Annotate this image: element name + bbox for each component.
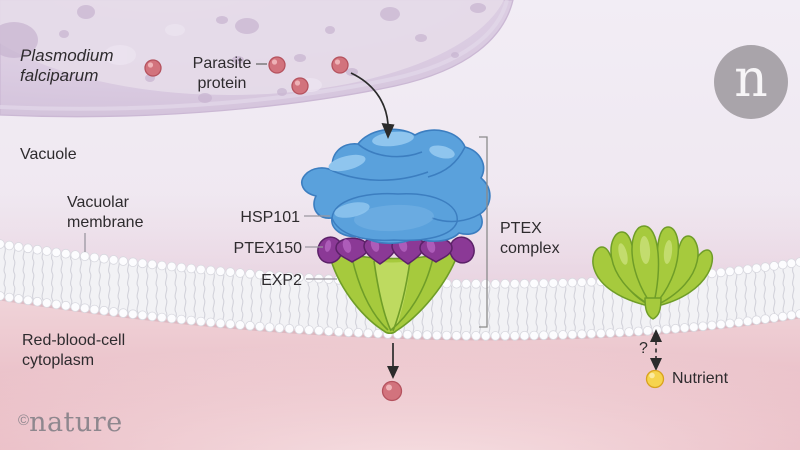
- parasite-protein-label: Parasite protein: [185, 54, 259, 94]
- nutrient-uptake-arrow: [650, 329, 662, 371]
- parasite-cell: [0, 0, 514, 118]
- protein-dots: [144, 56, 403, 402]
- exp2-highlight: [374, 261, 410, 331]
- ptex-complex-line2: complex: [500, 240, 560, 257]
- hsp101-swirls: [332, 143, 481, 223]
- parasite-protein-line2: protein: [197, 75, 247, 92]
- nature-logo-badge: n: [714, 45, 788, 119]
- nutrient-dot: [645, 369, 665, 389]
- nutrient-label: Nutrient: [672, 370, 729, 387]
- protein-dot: [291, 77, 309, 95]
- organism-label: Plasmodium falciparum: [20, 46, 114, 86]
- uptake-question-label: ?: [639, 340, 648, 357]
- ptex-complex-label: PTEX complex: [500, 219, 560, 259]
- ptex-complex-bracket: [479, 136, 488, 328]
- ptex-complex-line1: PTEX: [500, 220, 542, 237]
- parasite-protein-line1: Parasite: [192, 55, 252, 72]
- protein-dot: [144, 59, 162, 77]
- vacuole-label: Vacuole: [20, 146, 77, 163]
- organism-line2: falciparum: [20, 66, 99, 85]
- translocation-arrow: [387, 343, 399, 379]
- leader-lines: [84, 63, 337, 280]
- hsp101-highlights: [328, 131, 455, 232]
- protein-dot: [268, 56, 286, 74]
- exp2-channel-right: [592, 225, 714, 320]
- organism-line1: Plasmodium: [20, 46, 114, 65]
- vacuolar-membrane-line1: Vacuolar: [67, 194, 129, 211]
- ptex150-label: PTEX150: [233, 240, 302, 257]
- exp2-right-highlights: [618, 236, 673, 265]
- rbc-line2: cytoplasm: [22, 352, 95, 369]
- rbc-cytoplasm-label: Red-blood-cell cytoplasm: [22, 331, 125, 371]
- export-arrow: [350, 72, 395, 139]
- parasite-cell-texture: [0, 3, 486, 103]
- vacuolar-membrane-label: Vacuolar membrane: [67, 193, 143, 233]
- vacuolar-membrane-line2: membrane: [67, 214, 144, 231]
- hsp101-blob: [301, 128, 491, 245]
- copyright-icon: ©: [18, 412, 30, 429]
- hsp101-label: HSP101: [240, 209, 300, 226]
- rbc-line1: Red-blood-cell: [22, 332, 126, 349]
- protein-dot-exported: [381, 380, 403, 402]
- nature-wordmark: nature: [29, 407, 123, 438]
- exp2-label: EXP2: [261, 272, 302, 289]
- exp2-leaf-veins: [351, 257, 434, 332]
- ptex150-ring: [317, 235, 475, 265]
- nature-credit: ©nature: [18, 407, 123, 438]
- nature-logo-letter: n: [734, 49, 768, 109]
- protein-dot: [331, 56, 349, 74]
